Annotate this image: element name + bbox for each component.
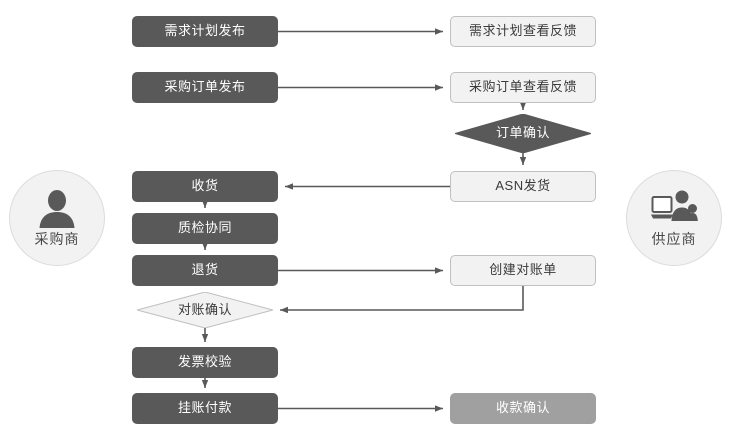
node-invoice-verification[interactable]: 发票校验 <box>132 347 278 378</box>
node-label: 退货 <box>191 262 219 278</box>
node-label: 挂账付款 <box>177 400 232 416</box>
node-label: 质检协同 <box>177 220 232 236</box>
person-computer-icon <box>651 190 698 221</box>
node-label: 采购订单查看反馈 <box>468 79 577 95</box>
node-purchase-order-view-feedback[interactable]: 采购订单查看反馈 <box>450 72 596 103</box>
edge-n10-n11 <box>280 286 524 314</box>
node-demand-plan-publish[interactable]: 需求计划发布 <box>132 16 278 47</box>
node-create-reconciliation-statement[interactable]: 创建对账单 <box>450 255 596 286</box>
actor-supplier[interactable]: 供应商 <box>626 170 722 266</box>
node-label: 订单确认 <box>495 125 550 141</box>
node-label: 需求计划发布 <box>164 23 246 39</box>
node-label: 对账确认 <box>177 301 232 317</box>
diamond-shape-icon <box>455 114 591 153</box>
actor-label: 采购商 <box>34 230 80 247</box>
node-asn-shipment[interactable]: ASN发货 <box>450 171 596 202</box>
diamond-shape-icon <box>137 292 273 328</box>
node-purchase-order-publish[interactable]: 采购订单发布 <box>132 72 278 103</box>
node-label: 收货 <box>191 178 219 194</box>
actor-label: 供应商 <box>651 230 697 247</box>
node-order-confirm[interactable]: 订单确认 <box>455 114 591 153</box>
node-payment-receipt-confirm[interactable]: 收款确认 <box>450 393 596 424</box>
node-return-goods[interactable]: 退货 <box>132 255 278 286</box>
person-icon <box>39 189 75 228</box>
node-accrual-payment[interactable]: 挂账付款 <box>132 393 278 424</box>
node-label: 采购订单发布 <box>164 79 246 95</box>
node-reconciliation-confirm[interactable]: 对账确认 <box>137 292 273 328</box>
node-label: ASN发货 <box>495 178 551 194</box>
node-label: 发票校验 <box>177 354 232 370</box>
node-quality-inspection-collab[interactable]: 质检协同 <box>132 213 278 244</box>
actor-buyer[interactable]: 采购商 <box>9 170 105 266</box>
node-label: 需求计划查看反馈 <box>468 23 577 39</box>
node-goods-receipt[interactable]: 收货 <box>132 171 278 202</box>
node-label: 创建对账单 <box>489 262 557 278</box>
node-label: 收款确认 <box>495 400 550 416</box>
node-demand-plan-view-feedback[interactable]: 需求计划查看反馈 <box>450 16 596 47</box>
